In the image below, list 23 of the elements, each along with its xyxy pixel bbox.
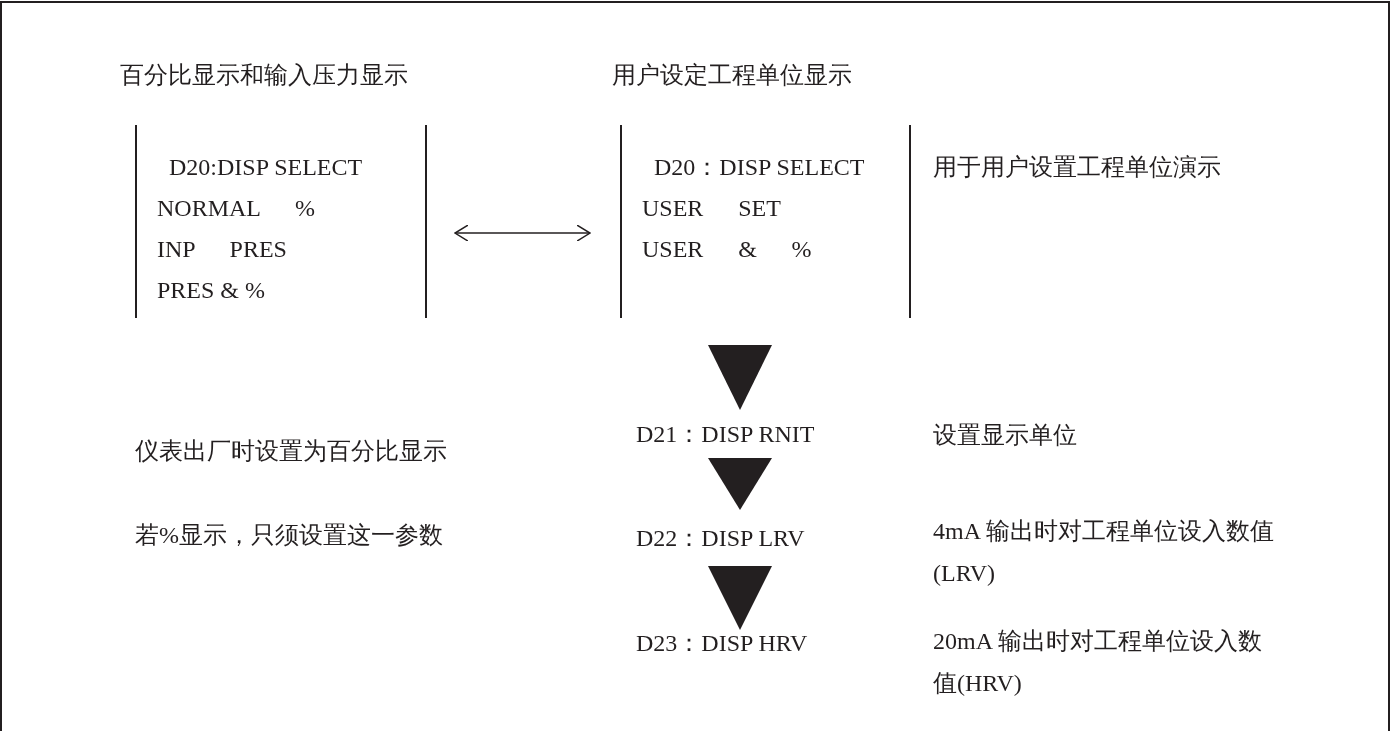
display-line: INP PRES bbox=[156, 235, 287, 264]
display-line: D20：DISP SELECT bbox=[653, 153, 865, 182]
menu-item: D21：DISP RNIT bbox=[636, 420, 815, 449]
note-text: 仪表出厂时设置为百分比显示 bbox=[135, 437, 448, 466]
display-panel bbox=[135, 125, 427, 318]
display-line: USER SET bbox=[641, 194, 781, 223]
display-line: D20:DISP SELECT bbox=[168, 153, 363, 182]
display-line: NORMAL % bbox=[156, 194, 315, 223]
description-text: 设置显示单位 bbox=[933, 421, 1078, 450]
triangle-arrow bbox=[708, 566, 772, 630]
menu-item: D22：DISP LRV bbox=[636, 524, 805, 553]
menu-item: D23：DISP HRV bbox=[636, 630, 808, 656]
display-line: PRES & % bbox=[156, 276, 266, 305]
display-line: USER & % bbox=[641, 235, 812, 264]
section-heading: 用户设定工程单位显示 bbox=[612, 61, 853, 90]
section-heading: 百分比显示和输入压力显示 bbox=[120, 61, 409, 90]
note-text: 若%显示，只须设置这一参数 bbox=[135, 521, 444, 550]
description-text: 用于用户设置工程单位演示 bbox=[933, 153, 1222, 182]
description-text: 4mA 输出时对工程单位设入数值(LRV) bbox=[933, 517, 1275, 588]
display-panel bbox=[620, 125, 911, 318]
triangle-arrow bbox=[708, 458, 772, 510]
double-arrow bbox=[454, 224, 591, 242]
description-text: 20mA 输出时对工程单位设入数值(HRV) bbox=[933, 627, 1263, 698]
